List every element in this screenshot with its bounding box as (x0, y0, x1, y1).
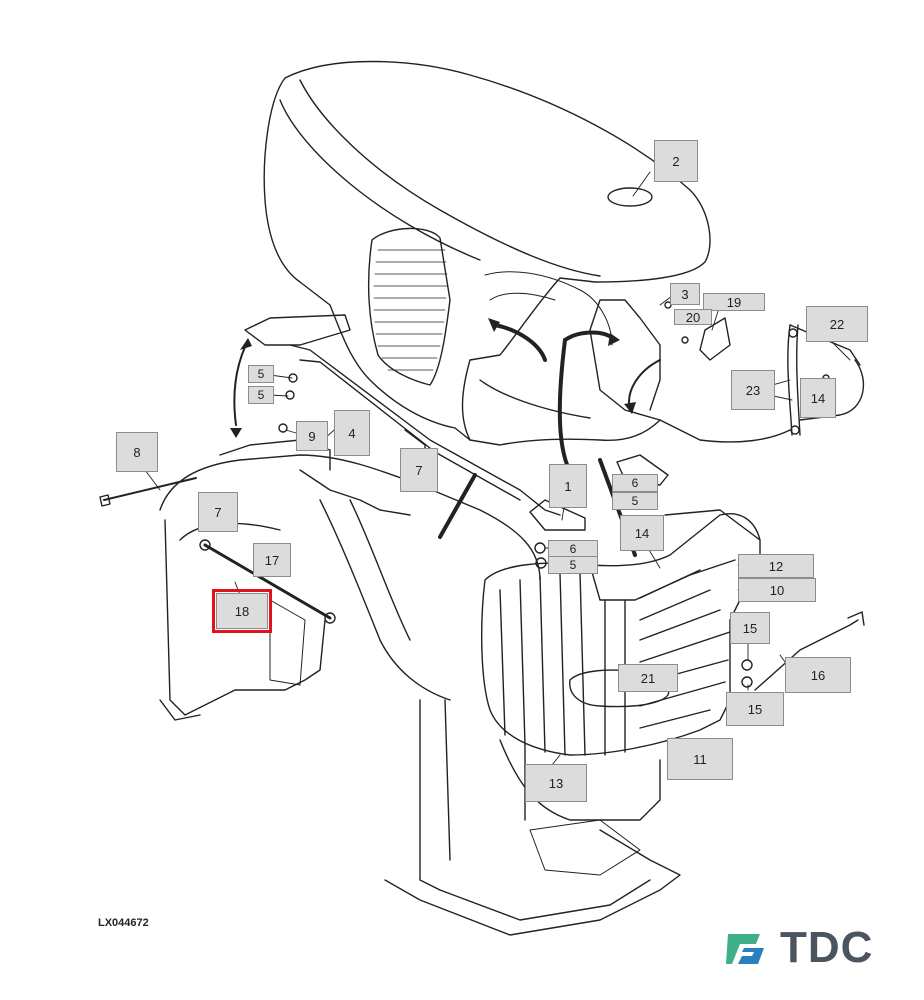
callout-12[interactable]: 12 (738, 554, 814, 578)
callout-11[interactable]: 11 (667, 738, 733, 780)
callout-4[interactable]: 4 (334, 410, 370, 456)
callout-14-grille[interactable]: 14 (620, 515, 664, 551)
callout-23[interactable]: 23 (731, 370, 775, 410)
callout-8[interactable]: 8 (116, 432, 158, 472)
callout-18[interactable]: 18 (216, 593, 268, 629)
callout-17[interactable]: 17 (253, 543, 291, 577)
tdc-logo-icon (726, 934, 764, 964)
callout-7-lower[interactable]: 7 (198, 492, 238, 532)
callout-10[interactable]: 10 (738, 578, 816, 602)
callout-5-lower[interactable]: 5 (248, 386, 274, 404)
callout-9[interactable]: 9 (296, 421, 328, 451)
callout-5-bottom[interactable]: 5 (548, 556, 598, 574)
callout-14-hinge[interactable]: 14 (800, 378, 836, 418)
highlight-box (212, 589, 272, 633)
callout-20[interactable]: 20 (674, 309, 712, 325)
hood (263, 60, 711, 446)
tdc-logo: TDC (722, 922, 873, 974)
callout-7-upper[interactable]: 7 (400, 448, 438, 492)
callout-6-upper[interactable]: 6 (612, 474, 658, 492)
callout-19[interactable]: 19 (703, 293, 765, 311)
callout-2[interactable]: 2 (654, 140, 698, 182)
callout-3[interactable]: 3 (670, 283, 700, 305)
callout-22[interactable]: 22 (806, 306, 868, 342)
callout-5-mid[interactable]: 5 (612, 492, 658, 510)
callout-21[interactable]: 21 (618, 664, 678, 692)
support-frame (159, 439, 681, 936)
figure-id: LX044672 (98, 917, 149, 929)
tdc-logo-text: TDC (780, 923, 874, 972)
leader-lines (144, 171, 851, 771)
hood-hinge-rod (244, 314, 669, 531)
callout-5-upper[interactable]: 5 (248, 365, 274, 383)
callout-13[interactable]: 13 (525, 764, 587, 802)
callout-16[interactable]: 16 (785, 657, 851, 693)
callout-1[interactable]: 1 (549, 464, 587, 508)
callout-15-lower[interactable]: 15 (726, 692, 784, 726)
callout-15-upper[interactable]: 15 (730, 612, 770, 644)
curved-arrows (233, 346, 661, 426)
